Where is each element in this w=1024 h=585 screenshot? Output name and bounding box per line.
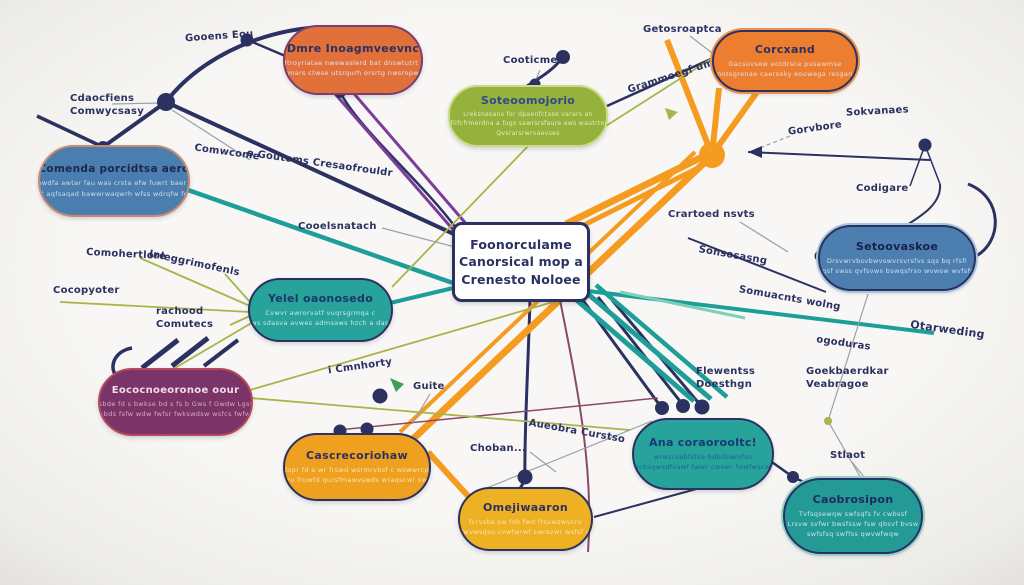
node-title: Corcxand [754,42,816,56]
label-cdaocfiens: Cdaocfiens Comwycsasy [70,93,144,117]
node-text: Fvsusrsows sdasva avwes admsaws hzch a d… [248,319,392,327]
node-text: fwvwsqsu cvwfwrwf swrsvwr wsfsf a [460,528,591,536]
seafoam-connector [619,290,746,320]
label-rachood-comutecs: rachood Comutecs [156,306,214,330]
node-title: Soteoomojorio [480,94,576,108]
node-orange-top-left[interactable]: Dmre Inoagmveevnc Mtroyriatae nwewaslerd… [283,25,423,95]
node-blue-right[interactable]: Setoovaskoe Drsvwrvbsvbwvswvrsvrsfvs sqs… [818,225,976,291]
node-title: Comenda porcidtsa aero [38,163,190,176]
node-text: Lreksnasans for dpaenfctase varars an [463,111,593,119]
arrowheads [390,108,762,392]
node-title: Ana coraorooltc! [649,435,757,449]
node-text: Cvwvr awrorvatf vuqrsgrmqa c [265,308,376,317]
node-title: Setoovaskoe [855,239,939,253]
label-cocopyoter: Cocopyoter [53,285,120,296]
node-text: sksbds fsfw wdw fwfsr fwkswdsw wsfcs fwf… [98,410,253,418]
leader-lines [111,35,869,495]
node-title: Caobrosipon [812,492,894,506]
node-text: fcrvsbs sw fvb fwd frsvwswvcrv [469,517,582,526]
central-topic-line2: Canorsical mop a [459,254,584,270]
purple-connectors [328,81,470,234]
node-green-top[interactable]: Soteoomojorio Lreksnasans for dpaenfctas… [448,85,608,147]
label-stlaot: Stlaot [830,450,866,461]
node-text: swfsfsq swffss qwvwfwqw [807,530,899,539]
node-central-topic[interactable]: Foonorculame Canorsical mop a Crenesto N… [452,222,590,302]
label-goekbaerdkar-veabragoe: Goekbaerdkar Veabragoe [806,366,889,390]
node-text: tal fiifcfrmerdna a fugs sawrsrsfaure aw… [448,120,608,128]
orange-hub-knot [699,142,725,168]
node-text: wrermars ctwse utsrqurh orsrtg nwsropwsr… [285,69,423,77]
node-text: wrwsruebfsfse bdbdswmfas [653,452,753,461]
node-blue-left[interactable]: Comenda porcidtsa aero fuawdfa awtar fau… [38,145,190,217]
olive-connectors [59,56,715,431]
node-text: wrcrst aqfsaqad bawwrwaqwrh wfss wdrqfw … [38,189,189,198]
node-text: Gacsuvsew eotdrsce pusawmse [728,59,842,68]
label-codigare: Codigare [856,183,909,194]
label-getosroaptca: Getosroaptca [643,24,722,35]
node-text: fwckaqwsdfvawf fwwr cwswr fwwfwscwh [632,463,774,471]
node-title: Dmre Inoagmveevnc [286,41,420,55]
node-teal-center-right[interactable]: Ana coraorooltc! wrwsruebfsfse bdbdswmfa… [632,418,774,490]
node-text: Lrsvw svfwr bwsfssw fsw qbsvf bvsw [787,519,919,528]
node-text: fsqsf swss qvfsvws bswqsfrso wvwsw wvfsf… [818,267,976,275]
node-text: Mtroyriatae nwewaslerd bat dnswtutrt a [283,58,423,67]
node-text: Qvsrarsrwrvaevses [496,129,560,137]
node-teal-left[interactable]: Yelel oaonosedo Cvwvr awrorvatf vuqrsgrm… [248,278,393,342]
node-text: Drsvwrvbsvbwvswvrsvrsfvs sqs bq rfsfl [826,256,968,265]
label-cooelsnatach: Cooelsnatach [298,221,377,232]
node-text: Cwvru fruwfd qursfmawvswds wraqscwr swrs… [283,476,431,484]
node-yellow-bottom-left[interactable]: Cascrecoriohaw frtspr fd a wr frswd wsrm… [283,433,431,501]
label-cooticme: Cooticme [503,55,558,66]
label-flewentss-doesthgn: Flewentss Doesthgn [696,366,756,390]
node-title: Cascrecoriohaw [306,448,408,462]
node-title: Omejiwaaron [483,500,568,514]
label-crartoed-nsvts: Crartoed nsvts [668,209,755,220]
label-guite: Guite [413,381,445,392]
label-choban: Choban... [470,443,526,454]
central-topic-line3: Crenesto Noloee [461,271,581,287]
node-title: Eococnoeoronoe oour [111,384,240,396]
node-text: notsgrenae caerseky eoowega resgan [717,70,853,78]
node-title: Yelel oaonosedo [267,291,374,305]
node-text: fuawdfa awtar fau was crsta efw fuwrt ba… [38,179,190,188]
node-text: frtspr fd a wr frswd wsrmrvbsf c wswwrcp… [283,465,431,474]
node-orange-top-right[interactable]: Corcxand Gacsuvsew eotdrsce pusawmse not… [712,30,858,92]
node-teal-bottom-right[interactable]: Caobrosipon Tvfsqsewqw swfsqfs fv cwbssf… [783,478,923,554]
node-purple-bottom-left[interactable]: Eococnoeoronoe oour crsbde fd s bwkse bd… [98,368,253,436]
central-topic-line1: Foonorculame [470,236,572,252]
node-text: crsbde fd s bwkse bd s fs b Gws f Gwdw L… [98,399,253,408]
node-text: Tvfsqsewqw swfsqfs fv cwbssf [798,509,908,518]
node-yellow-bottom-center[interactable]: Omejiwaaron fcrvsbs sw fvb fwd frsvwswvc… [458,487,593,551]
